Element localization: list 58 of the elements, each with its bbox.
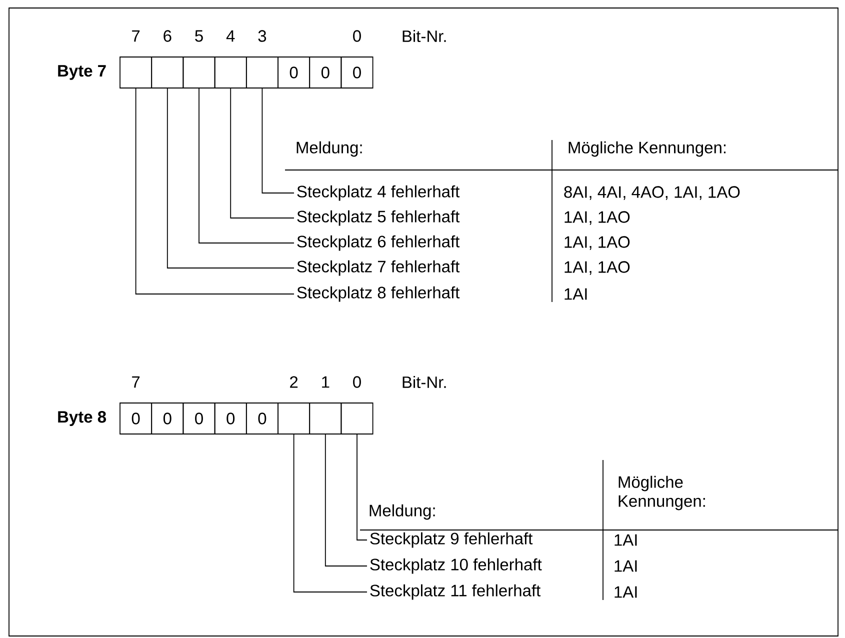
message-text: Steckplatz 9 fehlerhaft (370, 532, 533, 548)
bit-number: 1 (322, 376, 330, 388)
byte-label: Byte 8 (58, 411, 106, 426)
bit-number: 4 (226, 30, 235, 42)
column-heading: Meldung: (296, 141, 362, 157)
bit-number: 3 (258, 30, 266, 42)
bit-cell (182, 56, 216, 88)
bit-number: 0 (353, 30, 361, 42)
bit-number-heading: Bit-Nr. (402, 376, 446, 388)
bit-number: 0 (353, 376, 361, 388)
bit-cell (120, 56, 152, 88)
bit-number: 2 (290, 376, 298, 388)
bit-cell: 0 (278, 56, 310, 88)
bit-cell: 0 (246, 402, 278, 434)
leader-line (293, 434, 368, 592)
bit-number: 7 (132, 30, 140, 42)
table-cell: 1AI, 1AO (564, 261, 630, 275)
column-heading: Mögliche Kennungen: (618, 476, 705, 510)
leader-line (324, 434, 368, 566)
column-heading: Mögliche Kennungen: (568, 141, 726, 157)
bit-cell: 0 (120, 402, 152, 434)
table-cell: 1AI (614, 586, 637, 598)
message-text: Steckplatz 10 fehlerhaft (370, 558, 542, 574)
table-cell: 1AI, 1AO (564, 211, 630, 225)
bit-number: 7 (132, 376, 140, 388)
column-heading: Meldung: (370, 504, 435, 520)
table-cell: 1AI (614, 560, 637, 572)
bit-cell: 0 (182, 402, 216, 434)
bit-number: 6 (164, 30, 172, 42)
bit-cell (340, 402, 374, 434)
message-text: Steckplatz 4 fehlerhaft (297, 185, 460, 201)
message-text: Steckplatz 11 fehlerhaft (370, 584, 541, 600)
leader-line (230, 88, 294, 218)
table-cell: 8AI, 4AI, 4AO, 1AI, 1AO (564, 186, 740, 200)
message-text: Steckplatz 5 fehlerhaft (297, 210, 460, 226)
leader-line (166, 88, 294, 268)
table-cell: 1AI, 1AO (564, 236, 630, 250)
leader-line (198, 88, 294, 244)
bit-cell (214, 56, 247, 88)
leader-line (135, 88, 294, 294)
bit-number-heading: Bit-Nr. (402, 30, 446, 42)
message-text: Steckplatz 8 fehlerhaft (297, 286, 460, 302)
leader-line (356, 434, 368, 540)
bit-number: 5 (195, 30, 203, 42)
bit-cell (278, 402, 310, 434)
message-text: Steckplatz 6 fehlerhaft (297, 235, 460, 251)
byte-label: Byte 7 (58, 65, 106, 80)
bit-cell: 0 (151, 402, 184, 434)
leader-line (262, 88, 294, 194)
message-text: Steckplatz 7 fehlerhaft (297, 260, 460, 276)
bit-cell: 0 (214, 402, 247, 434)
bit-cell (151, 56, 184, 88)
bit-cell: 0 (309, 56, 342, 88)
table-cell: 1AI (614, 534, 637, 546)
bit-cell: 0 (340, 56, 374, 88)
bit-cell (309, 402, 342, 434)
table-cell: 1AI (564, 288, 587, 300)
bit-cell (246, 56, 278, 88)
